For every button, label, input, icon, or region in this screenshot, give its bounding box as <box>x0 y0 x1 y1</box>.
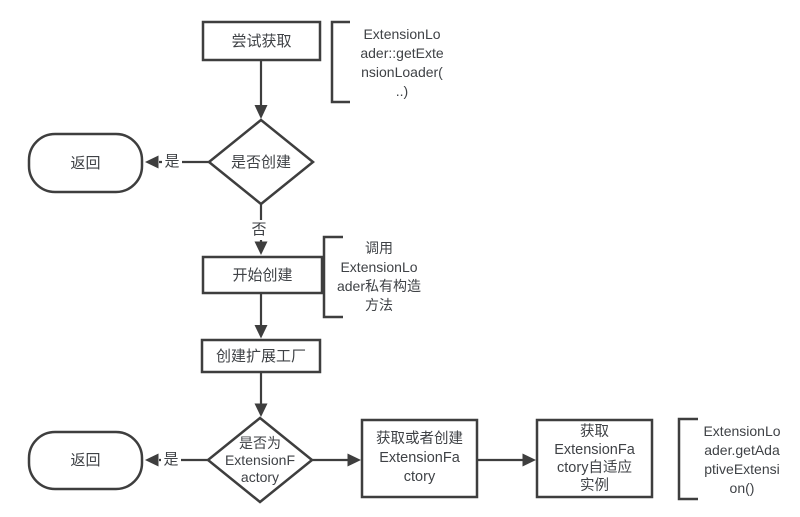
node-is-extension-factory-label: 是否为 ExtensionF actory <box>224 434 296 485</box>
edge-label-no: 否 <box>249 220 269 240</box>
decision-diamond-is-created <box>207 118 315 206</box>
annotation-bracket-bottom <box>677 417 698 501</box>
decision-diamond-is-extension-factory <box>206 416 314 504</box>
node-start-create-label: 开始创建 <box>232 266 293 284</box>
terminator-return-top <box>27 132 144 194</box>
node-get-adaptive-instance-label: 获取 ExtensionFa ctory自适应 实例 <box>554 423 635 494</box>
node-create-factory-label: 创建扩展工厂 <box>215 347 306 365</box>
node-is-created-label: 是否创建 <box>230 153 291 171</box>
edge-label-yes-bottom: 是 <box>161 450 181 470</box>
annotation-bracket-top <box>330 20 350 104</box>
node-return-top-label: 返回 <box>70 154 101 172</box>
annotation-get-extension-loader: ExtensionLo ader::getExte nsionLoader( .… <box>360 26 444 99</box>
terminator-return-bottom <box>27 430 144 491</box>
node-return-bottom-label: 返回 <box>70 452 101 469</box>
arrowhead-left-1 <box>145 155 159 169</box>
arrowhead-down-3 <box>254 325 268 339</box>
edge-label-yes-top: 是 <box>162 152 182 172</box>
arrowhead-down-2 <box>254 241 268 255</box>
annotation-get-adaptive-extension: ExtensionLo ader.getAda ptiveExtensi on(… <box>703 423 781 496</box>
process-box-try-get <box>201 20 322 62</box>
node-try-get-label: 尝试获取 <box>231 32 292 50</box>
arrowhead-right-1 <box>347 453 361 467</box>
arrowhead-down-4 <box>254 403 268 417</box>
arrowhead-right-2 <box>522 453 536 467</box>
node-get-or-create-factory-label: 获取或者创建 ExtensionFa ctory <box>376 431 463 485</box>
arrowhead-left-2 <box>145 453 159 467</box>
arrowhead-down-1 <box>254 105 268 119</box>
annotation-bracket-middle <box>322 235 343 319</box>
process-box-get-or-create-factory <box>360 418 479 499</box>
process-box-start-create <box>201 255 324 295</box>
annotation-call-private-constructor: 调用 ExtensionLo ader私有构造 方法 <box>336 240 422 313</box>
process-box-get-adaptive-instance <box>535 418 654 499</box>
process-box-create-factory <box>200 338 322 374</box>
